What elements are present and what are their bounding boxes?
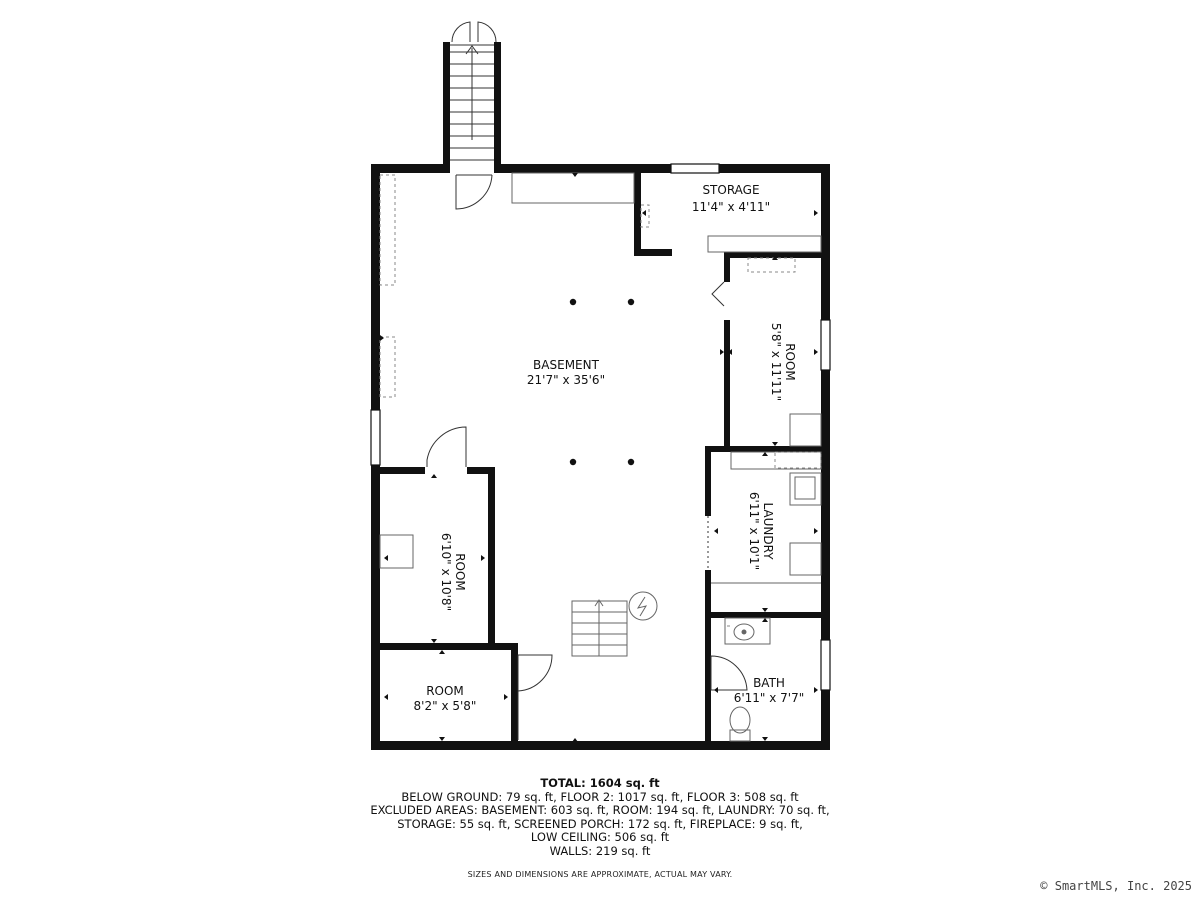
right-room-dims: 5'8" x 11'11" [769,323,783,401]
total-area: TOTAL: 1604 sq. ft [540,776,660,790]
storage-dims: 11'4" x 4'11" [692,200,770,214]
room-label-bath: BATH 6'11" x 7'7" [734,676,805,705]
windows [370,163,831,691]
area-summary: TOTAL: 1604 sq. ft BELOW GROUND: 79 sq. … [0,776,1200,858]
area-line-2: EXCLUDED AREAS: BASEMENT: 603 sq. ft, RO… [370,803,830,817]
room-label-right-room: ROOM 5'8" x 11'11" [769,323,797,401]
area-line-3: STORAGE: 55 sq. ft, SCREENED PORCH: 172 … [397,816,803,831]
room-label-bottom-room: ROOM 8'2" x 5'8" [414,684,477,713]
basement-dims: 21'7" x 35'6" [527,373,605,387]
laundry-dims: 6'11" x 10'1" [747,492,761,570]
doors [426,281,748,740]
right-room-name: ROOM [783,343,797,381]
bath-dims: 6'11" x 7'7" [734,691,805,705]
left-room-name: ROOM [453,553,467,591]
copyright: © SmartMLS, Inc. 2025 [1040,879,1192,893]
bath-name: BATH [753,676,785,690]
area-line-4: LOW CEILING: 506 sq. ft [530,830,670,844]
dashed-outlines [379,174,822,627]
support-posts [569,298,635,466]
dimension-ticks [380,173,818,742]
left-room-dims: 6'10" x 10'8" [439,533,453,611]
bottom-room-name: ROOM [426,684,464,698]
storage-name: STORAGE [702,183,759,197]
disclaimer: SIZES AND DIMENSIONS ARE APPROXIMATE, AC… [467,870,733,879]
room-label-laundry: LAUNDRY 6'11" x 10'1" [747,492,775,570]
area-line-1: BELOW GROUND: 79 sq. ft, FLOOR 2: 1017 s… [401,789,799,804]
entry-stairs [450,21,497,210]
room-label-left-room: ROOM 6'10" x 10'8" [439,533,467,611]
room-label-storage: STORAGE 11'4" x 4'11" [692,183,770,214]
laundry-name: LAUNDRY [761,502,775,560]
room-label-basement: BASEMENT 21'7" x 35'6" [527,358,605,387]
area-line-5: WALLS: 219 sq. ft [549,843,651,858]
basement-name: BASEMENT [533,358,600,372]
bottom-room-dims: 8'2" x 5'8" [414,699,477,713]
